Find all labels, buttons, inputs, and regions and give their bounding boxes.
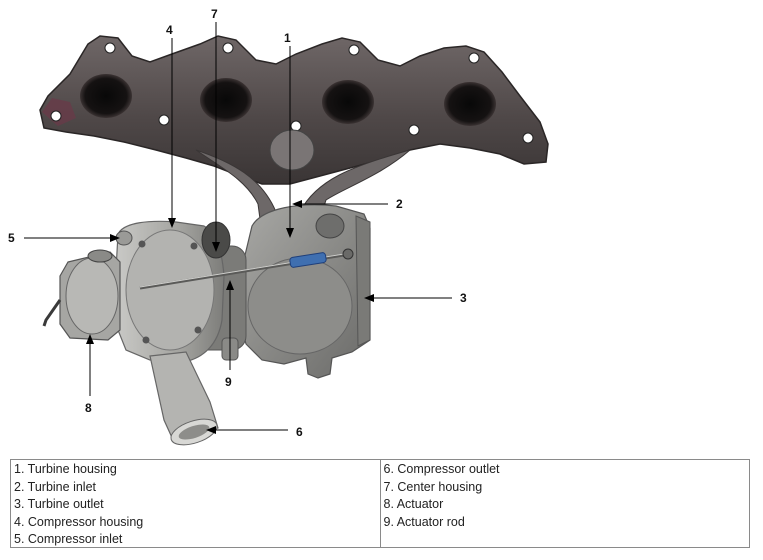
parts-legend-table: 1. Turbine housing 2. Turbine inlet 3. T… (10, 459, 750, 548)
callout-2: 2 (396, 197, 403, 211)
legend-item-6: 6. Compressor outlet (383, 462, 500, 476)
legend-item-8: 8. Actuator (383, 497, 444, 512)
manifold-runners (195, 129, 411, 235)
legend-item-9: 9. Actuator rod (383, 514, 465, 529)
callout-8: 8 (85, 401, 92, 415)
leader-1 (286, 46, 294, 238)
callout-9: 9 (225, 375, 232, 389)
legend-column-left: 1. Turbine housing 2. Turbine inlet 3. T… (11, 460, 380, 547)
compressor-housing (115, 220, 231, 363)
legend-item-4: 4. Compressor housing (14, 514, 144, 529)
turbine-housing (237, 204, 371, 379)
legend-item-3: 3. Turbine outlet (14, 497, 104, 512)
legend-item-2: 2. Turbine inlet (14, 479, 96, 494)
legend-item-7: 7. Center housing (383, 479, 483, 494)
turbocharger-figure: 1 2 3 4 5 6 7 8 9 (8, 7, 549, 446)
leader-3 (364, 294, 452, 302)
legend-column-right: 6. Compressor outlet 7. Center housing 8… (379, 460, 750, 547)
actuator-rod (139, 248, 354, 290)
legend-item-1: 1. Turbine housing (14, 462, 117, 476)
callout-6: 6 (296, 425, 303, 439)
leader-4 (168, 38, 176, 228)
leader-7 (212, 22, 220, 252)
callout-7: 7 (211, 7, 218, 21)
callout-3: 3 (460, 291, 467, 305)
callout-5: 5 (8, 231, 15, 245)
legend-item-5: 5. Compressor inlet (14, 532, 123, 547)
compressor-outlet-duct (149, 351, 219, 446)
leader-9 (226, 280, 234, 370)
leader-6 (206, 426, 288, 434)
leader-8 (86, 334, 94, 396)
leader-2 (292, 200, 388, 208)
leader-lines (24, 22, 452, 434)
actuator (42, 249, 121, 341)
callout-1: 1 (284, 31, 291, 45)
leader-5 (24, 234, 120, 242)
exhaust-manifold-flange (39, 35, 549, 185)
callout-4: 4 (166, 23, 173, 37)
